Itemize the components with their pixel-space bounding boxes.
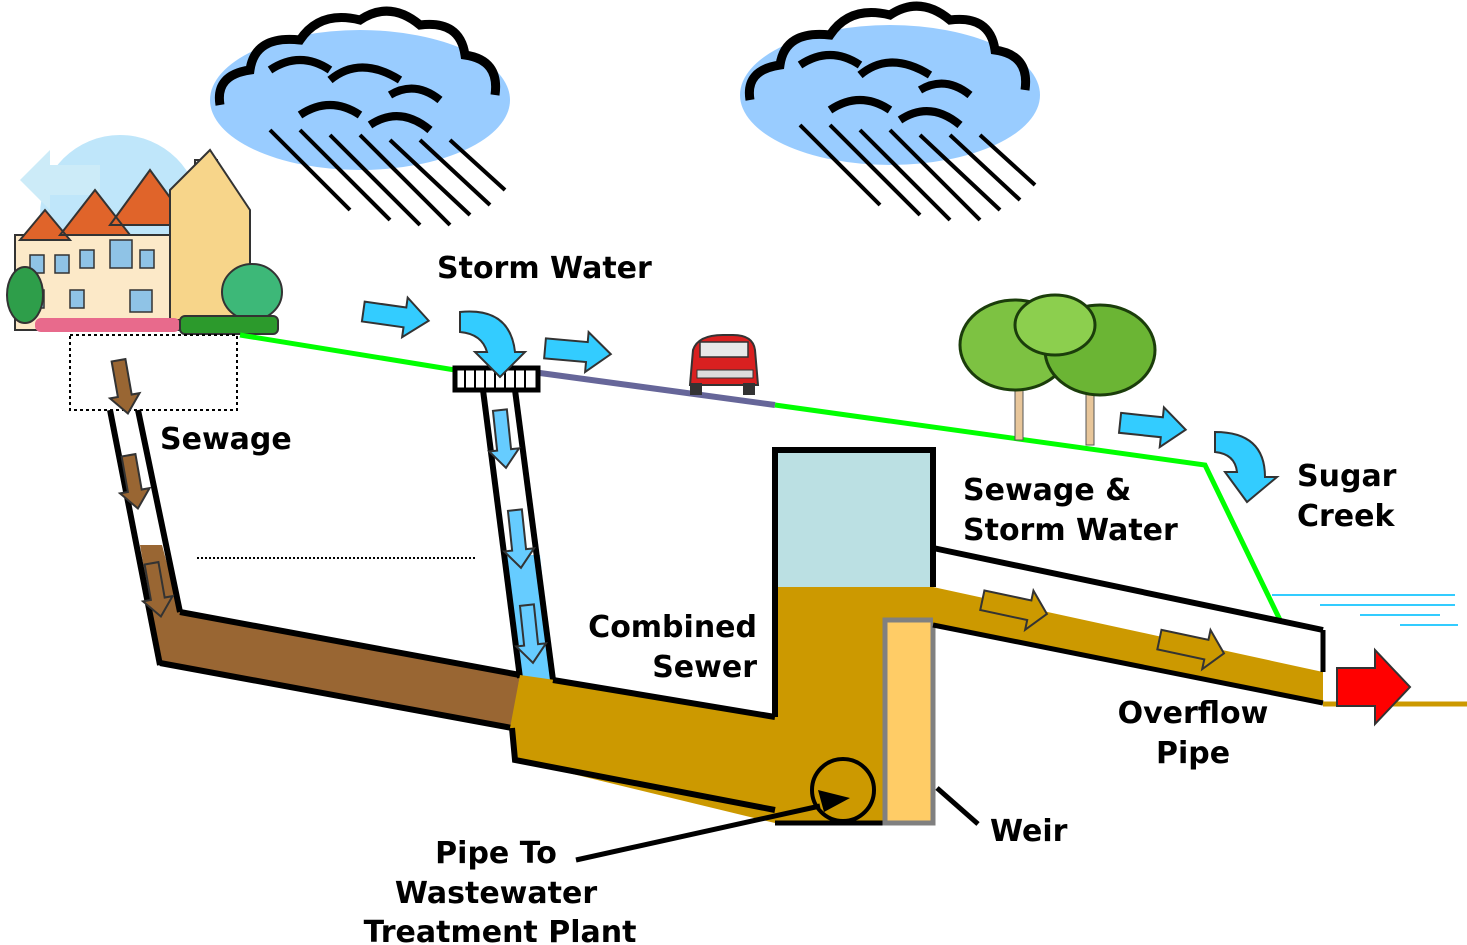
treatment-outlet — [810, 757, 876, 823]
rain-cloud-icon — [210, 11, 510, 225]
sewage-arrow-icon — [102, 356, 144, 418]
label-sewage: Sewage — [160, 422, 292, 457]
curved-flow-arrow-icon — [1214, 430, 1280, 504]
label-overflow-pipe-line1: Overflow — [1117, 696, 1269, 731]
label-sewage-storm-line1: Sewage & — [963, 473, 1132, 508]
label-combined-sewer-line2: Sewer — [652, 650, 757, 685]
car-icon — [688, 334, 760, 395]
label-sugar-creek-line1: Sugar — [1297, 459, 1397, 494]
label-combined-sewer-line1: Combined — [588, 610, 757, 645]
label-overflow-pipe-line2: Pipe — [1155, 736, 1231, 771]
label-treatment-line1: Pipe To — [435, 836, 557, 871]
property-boundary — [69, 334, 238, 411]
flow-arrow-icon — [542, 327, 614, 376]
flow-arrow-icon — [359, 290, 433, 342]
ground-line — [239, 332, 456, 373]
weir-pointer-line — [935, 786, 980, 826]
label-weir: Weir — [990, 814, 1068, 849]
label-sugar-creek-line2: Creek — [1297, 499, 1395, 534]
diversion-chamber — [772, 447, 936, 826]
ground-line — [774, 402, 1283, 622]
rain-cloud-icon — [740, 6, 1040, 220]
pointer-arrowhead-icon — [818, 790, 850, 812]
trees-icon — [958, 293, 1157, 446]
discharge-arrow-icon — [1336, 647, 1412, 727]
road — [539, 370, 776, 408]
creek-water — [1272, 594, 1458, 626]
weir — [882, 617, 936, 826]
house-icon — [6, 135, 283, 335]
pointer-line — [575, 803, 821, 863]
label-sewage-storm-line2: Storm Water — [963, 513, 1178, 548]
flow-arrow-icon — [1116, 401, 1189, 451]
label-storm-water: Storm Water — [437, 251, 652, 286]
curved-flow-arrow-icon — [459, 310, 528, 379]
label-treatment-line3: Treatment Plant — [363, 915, 637, 945]
label-treatment-line2: Wastewater — [394, 876, 598, 911]
sewage-pipe — [107, 409, 521, 731]
